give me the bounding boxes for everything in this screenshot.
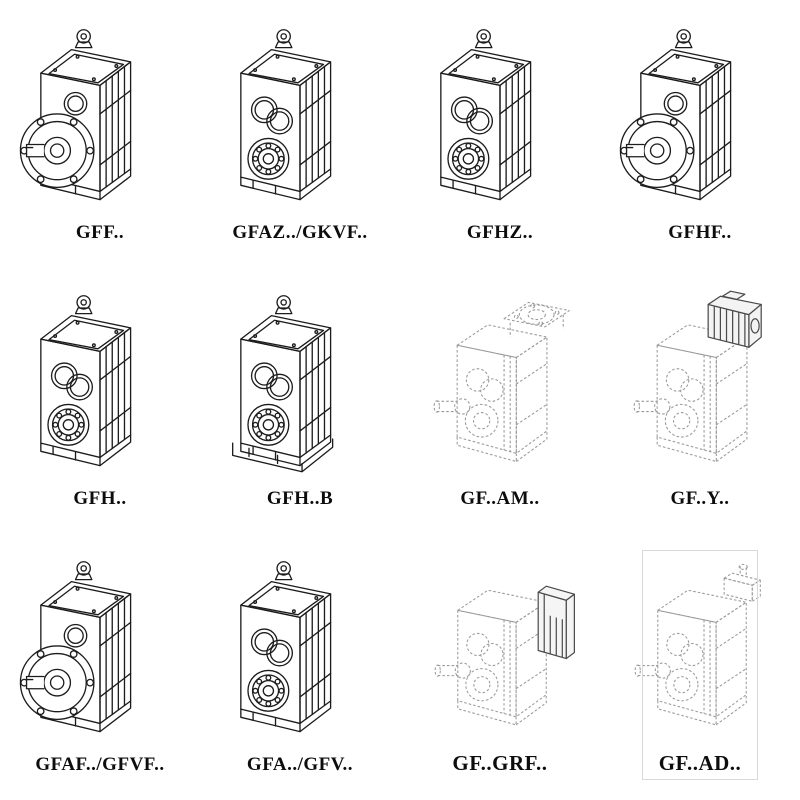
gearbox-label: GF..AD.. (658, 751, 742, 775)
gearbox-cell-gfhz: GFHZ.. (440, 16, 560, 250)
gearbox-label: GFH.. (73, 488, 127, 509)
gearbox-drawing (12, 548, 188, 752)
gearbox-cell-gf-am: GF..AM.. (440, 282, 560, 516)
gearbox-label: GFH..B (266, 488, 334, 509)
gearbox-drawing (612, 16, 788, 220)
gearbox-cell-gf-y: GF..Y.. (640, 282, 760, 516)
gearbox-drawing (405, 282, 595, 486)
gearbox-cell-gfh: GFH.. (40, 282, 160, 516)
gearbox-drawing (212, 16, 388, 220)
gearbox-drawing (212, 548, 388, 752)
gearbox-label: GFHZ.. (466, 222, 534, 243)
gearbox-label: GFAZ../GKVF.. (232, 222, 368, 243)
gearbox-label: GFA../GFV.. (246, 754, 354, 775)
gearbox-drawing (412, 16, 588, 220)
gearbox-label: GFHF.. (668, 222, 732, 243)
gearbox-drawing (405, 548, 595, 749)
gearbox-label: GF..Y.. (670, 488, 730, 509)
gearbox-drawing (605, 548, 795, 749)
gearbox-label: GF..AM.. (460, 488, 540, 509)
gearbox-drawing (605, 282, 795, 486)
gearbox-cell-gfhf: GFHF.. (640, 16, 760, 250)
gearbox-drawing (12, 16, 188, 220)
gearbox-drawing (212, 282, 388, 486)
gearbox-cell-gfaf-gfvf: GFAF../GFVF.. (40, 548, 164, 782)
gearbox-cell-gff: GFF.. (40, 16, 160, 250)
gearbox-label: GF..GRF.. (452, 751, 548, 775)
gearbox-label: GFF.. (75, 222, 125, 243)
gearbox-cell-gfa-gfv: GFA../GFV.. (240, 548, 360, 782)
gearbox-cell-gf-grf: GF..GRF.. (440, 548, 560, 782)
gearbox-drawing (12, 282, 188, 486)
gearbox-cell-gfh-b: GFH..B (240, 282, 360, 516)
gearbox-cell-gfaz-gkvf: GFAZ../GKVF.. (232, 16, 367, 250)
gearbox-label: GFAF../GFVF.. (35, 754, 165, 775)
gearbox-cell-gf-ad: GF..AD.. (640, 548, 760, 782)
